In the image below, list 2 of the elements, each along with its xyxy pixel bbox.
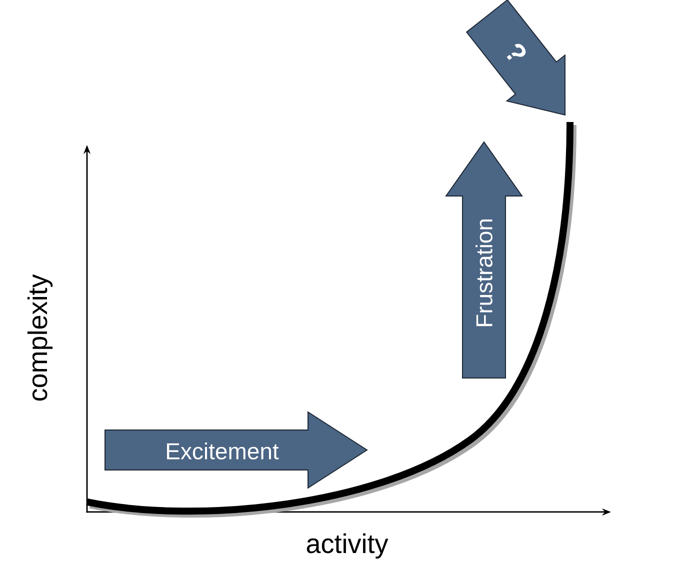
axis-label: complexity	[27, 274, 53, 401]
axis-label: activity	[306, 533, 388, 559]
